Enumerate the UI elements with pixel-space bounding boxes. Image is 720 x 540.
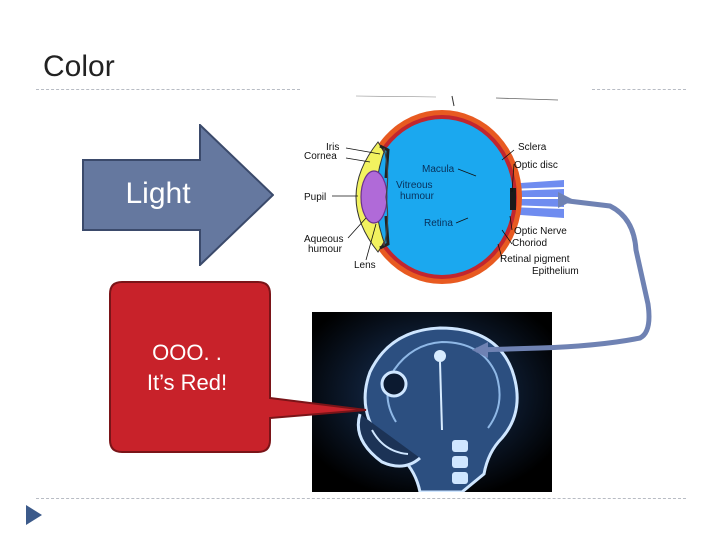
eye-diagram: Iris Cornea Pupil Aqueous humour Lens Ma… — [304, 95, 579, 284]
title-rule-left — [36, 89, 300, 90]
label-optic-nerve: Optic Nerve — [514, 226, 567, 237]
callout-line-1: OOO. . — [152, 340, 222, 365]
iris-shape — [379, 144, 390, 250]
xray-head-image — [312, 312, 552, 492]
label-pupil: Pupil — [304, 192, 326, 203]
label-optic-disc: Optic disc — [514, 160, 558, 171]
label-vitreous-1: Vitreous — [396, 180, 433, 191]
title-rule-right — [592, 89, 686, 90]
label-cornea: Cornea — [304, 151, 337, 162]
label-iris: Iris — [326, 142, 339, 153]
callout-text: OOO. . It’s Red! — [122, 338, 252, 398]
label-retina: Retina — [424, 218, 453, 229]
label-choroid: Choriod — [512, 238, 547, 249]
callout-line-2: It’s Red! — [146, 370, 228, 395]
label-lens: Lens — [354, 260, 376, 271]
label-sclera: Sclera — [518, 142, 547, 153]
label-vitreous-2: humour — [400, 191, 435, 202]
label-aqueous-2: humour — [308, 244, 343, 255]
slide-title: Color — [43, 50, 115, 83]
lens-shape — [360, 170, 388, 224]
label-epithelium: Epithelium — [532, 266, 579, 277]
footer-rule — [36, 498, 686, 499]
label-retinal-pigment: Retinal pigment — [500, 254, 570, 265]
vitreous-shape — [371, 119, 513, 275]
light-arrow-shape — [82, 124, 274, 266]
label-aqueous-1: Aqueous — [304, 234, 343, 245]
label-macula: Macula — [422, 164, 455, 175]
light-label: Light — [125, 177, 191, 210]
triangle-bullet-icon — [26, 505, 42, 525]
